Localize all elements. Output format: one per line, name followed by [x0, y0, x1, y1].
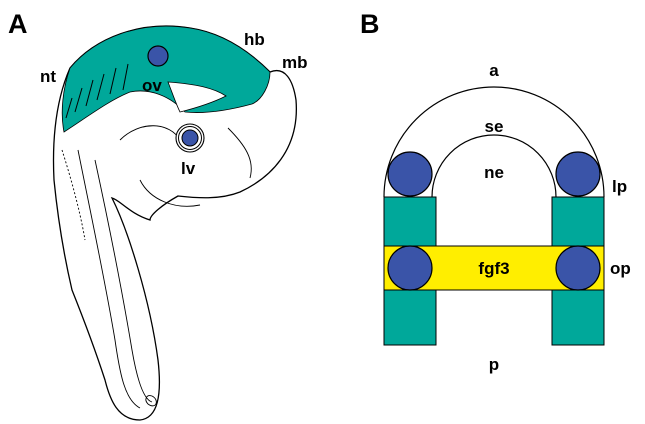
label-op: op [610, 259, 631, 278]
lens-vesicle [182, 130, 198, 146]
label-lv: lv [181, 159, 196, 178]
left-otic-placode [388, 246, 432, 290]
label-ne: ne [484, 163, 504, 182]
label-mb: mb [282, 53, 308, 72]
right-lens-placode [556, 152, 600, 196]
right-otic-placode [556, 246, 600, 290]
left-lens-placode [388, 152, 432, 196]
panel-a-letter: A [8, 9, 28, 39]
label-lp: lp [612, 177, 627, 196]
label-se: se [485, 117, 504, 136]
panel-b: B a se ne lp fgf3 op p [360, 9, 631, 374]
label-fgf3: fgf3 [478, 259, 509, 278]
label-nt: nt [40, 67, 56, 86]
panel-b-letter: B [360, 9, 380, 39]
otic-vesicle [148, 46, 168, 66]
panel-a: A n [8, 9, 308, 420]
label-hb: hb [244, 30, 265, 49]
label-p: p [489, 355, 499, 374]
label-a: a [489, 61, 499, 80]
label-ov: ov [142, 76, 162, 95]
